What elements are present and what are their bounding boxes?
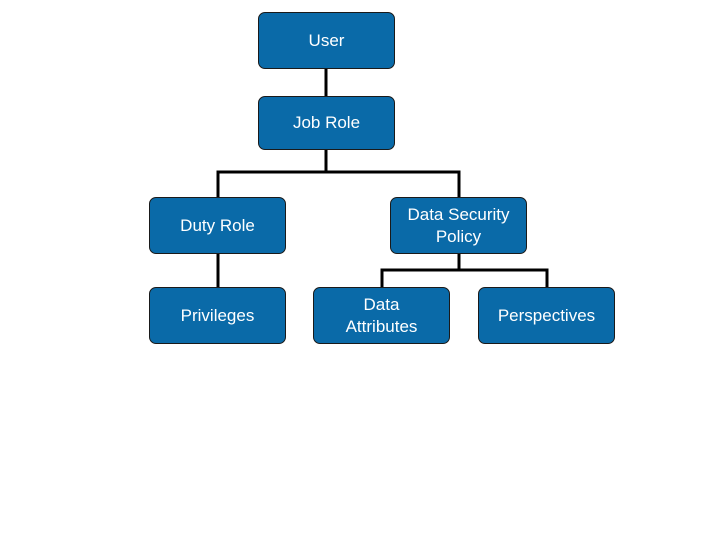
- node-data-security-policy: Data Security Policy: [390, 197, 527, 254]
- node-perspectives: Perspectives: [478, 287, 615, 344]
- node-data-attributes: Data Attributes: [313, 287, 450, 344]
- node-user: User: [258, 12, 395, 69]
- node-job-role: Job Role: [258, 96, 395, 150]
- node-duty-role: Duty Role: [149, 197, 286, 254]
- node-privileges: Privileges: [149, 287, 286, 344]
